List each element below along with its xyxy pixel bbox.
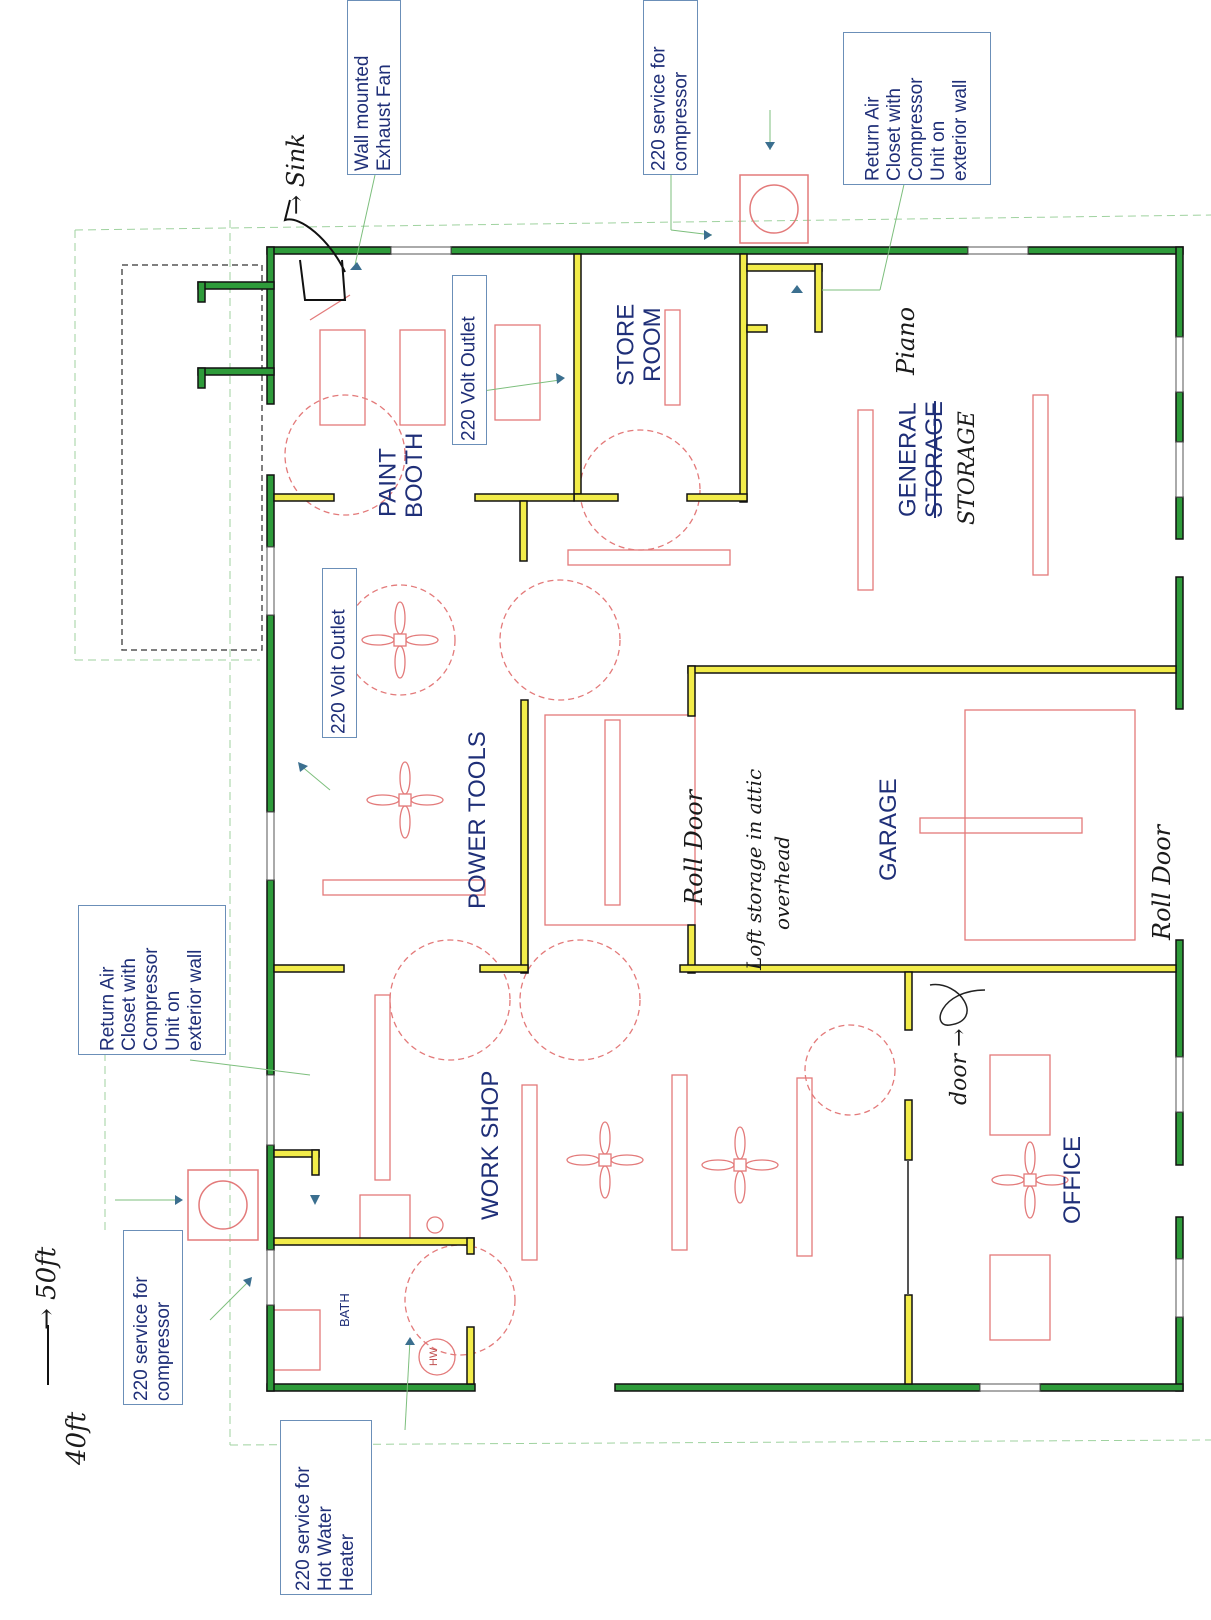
room-label-line: STORAGE	[921, 401, 948, 519]
callout-exhaust-fan: Wall mounted Exhaust Fan	[347, 0, 401, 175]
handwritten-sink: → Sink	[282, 105, 310, 215]
door-squiggle	[929, 983, 986, 1026]
callout-line: Compressor	[141, 947, 163, 1051]
callout-line: compressor	[153, 1301, 174, 1401]
water-heater-label: HW	[428, 1343, 446, 1371]
room-garage: GARAGE	[875, 770, 910, 890]
callout-line: Hot Water	[315, 1506, 337, 1591]
room-bath: BATH	[337, 1280, 360, 1340]
callout-return-air-top: Return Air Closet with Compressor Unit o…	[843, 32, 991, 185]
handwritten-door: door →	[947, 1015, 975, 1105]
hand-text: Roll Door	[680, 789, 708, 905]
room-label-line: POWER TOOLS	[464, 731, 491, 909]
callout-service-water-heater: 220 service for Hot Water Heater	[280, 1420, 372, 1595]
handwritten-piano: Piano	[892, 295, 920, 375]
callout-line: Closet with	[884, 88, 906, 181]
room-label-line: WORK SHOP	[477, 1070, 504, 1220]
room-label-line: BATH	[337, 1293, 352, 1327]
handwritten-loft-storage: Loft storage in attic	[742, 700, 770, 970]
room-label-line: BOOTH	[401, 432, 428, 518]
callout-line: 220 Volt Outlet	[458, 316, 480, 441]
callout-line: 220 service for	[293, 1466, 315, 1591]
room-work-shop: WORK SHOP	[477, 1060, 512, 1230]
handwritten-roll-door-2: Roll Door	[1148, 765, 1182, 940]
room-general-storage: GENERAL STORAGE	[890, 390, 954, 530]
callout-line: Heater	[336, 1533, 358, 1591]
callout-line: exterior wall	[949, 79, 971, 181]
compressor-units	[187, 174, 809, 1241]
callout-line: 220 service for	[131, 1276, 153, 1401]
hand-text: overhead	[770, 835, 794, 930]
callout-service-compressor-top: 220 service for compressor	[643, 0, 698, 175]
callout-line: compressor	[670, 71, 692, 171]
exterior-walls	[197, 246, 1184, 1392]
hand-text: Piano	[892, 306, 920, 375]
handwritten-dim-40ft: 40ft	[62, 1395, 96, 1465]
handwritten-dim-50ft: → 50ft	[32, 1210, 66, 1330]
hand-text: → 50ft	[32, 1246, 62, 1330]
hand-text: door →	[947, 1028, 972, 1105]
callout-line: Unit on	[162, 990, 184, 1051]
room-office: OFFICE	[1059, 1125, 1094, 1235]
callout-220-volt-outlet-tools: 220 Volt Outlet	[322, 568, 357, 738]
dashed-guides	[74, 214, 1211, 1446]
callout-line: Wall mounted	[352, 55, 374, 171]
room-label-line: ROOM	[639, 307, 666, 383]
room-label-line: STORE	[612, 303, 640, 387]
room-power-tools: POWER TOOLS	[464, 720, 499, 920]
callout-line: exterior wall	[184, 949, 206, 1051]
room-store-room: STORE ROOM	[610, 300, 670, 390]
callout-line: Closet with	[119, 958, 141, 1051]
callout-service-compressor-left: 220 service for compressor	[123, 1230, 183, 1405]
callout-line: Compressor	[906, 77, 928, 181]
room-paint-booth: PAINT BOOTH	[372, 432, 432, 518]
hand-text: → Sink	[282, 133, 310, 215]
sink-marker	[283, 199, 347, 301]
hand-text: Loft storage in attic	[742, 768, 766, 970]
hand-text: Roll Door	[1148, 824, 1176, 940]
callout-line: Exhaust Fan	[374, 64, 395, 171]
callout-220-volt-outlet-paint: 220 Volt Outlet	[452, 275, 487, 445]
room-label-line: GARAGE	[875, 778, 902, 882]
hand-text: 40ft	[62, 1411, 92, 1465]
room-label-line: GENERAL	[894, 402, 922, 518]
room-label-line: OFFICE	[1059, 1136, 1086, 1224]
interior-walls	[273, 253, 1177, 1385]
leader-lines	[115, 110, 906, 1431]
room-label-line: PAINT	[374, 448, 402, 518]
room-label-line: HW	[428, 1347, 440, 1367]
callout-line: Unit on	[927, 120, 949, 181]
callout-line: Return Air	[97, 966, 119, 1051]
callout-line: 220 Volt Outlet	[328, 609, 350, 734]
handwritten-storage: STORAGE	[955, 385, 983, 525]
callout-return-air-left: Return Air Closet with Compressor Unit o…	[78, 905, 226, 1055]
fixtures	[269, 294, 1136, 1376]
porch-outline	[121, 264, 263, 651]
leader-arrows	[175, 142, 803, 1345]
windows	[266, 246, 1184, 1392]
callout-line: 220 service for	[648, 46, 670, 171]
handwritten-overhead: overhead	[770, 820, 796, 930]
callout-line: Return Air	[862, 96, 884, 181]
ceiling-fans	[361, 601, 1069, 1219]
handwritten-roll-door-1: Roll Door	[680, 735, 714, 905]
hand-text: STORAGE	[955, 411, 980, 525]
